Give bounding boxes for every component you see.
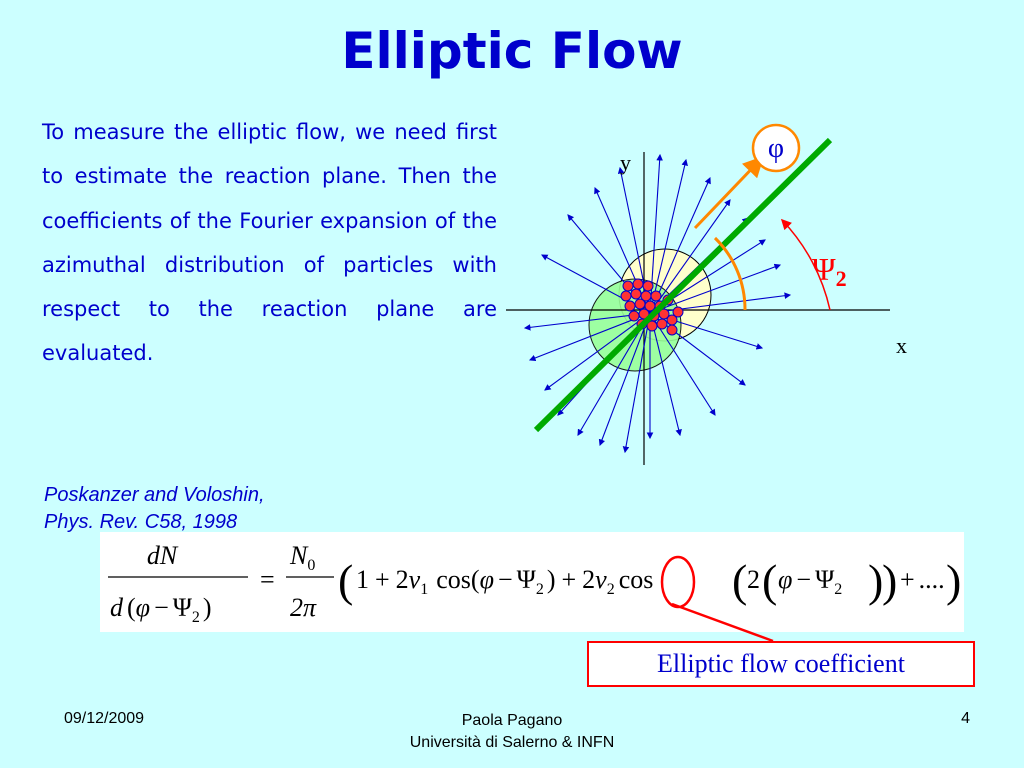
phi-label: φ (768, 133, 784, 164)
big-open-paren: ( (338, 555, 353, 606)
phi-arc (713, 236, 747, 311)
trailing-terms: +.... (900, 565, 945, 594)
reference-journal: Phys. Rev. C58, 1998 (44, 511, 238, 533)
second-harmonic-argument: φ−Ψ2 (778, 565, 842, 598)
footer-author: Paola Pagano Università di Salerno & INF… (362, 710, 662, 754)
phi-pointer (693, 155, 765, 230)
phi-label-circle (751, 123, 801, 173)
lhs-numerator: dN (147, 541, 179, 570)
footer-page-number: 4 (961, 710, 970, 727)
reaction-plane-diagram: φ y x Ψ2 (500, 100, 960, 480)
footer-author-name: Paola Pagano (461, 712, 563, 729)
reaction-plane-line (533, 137, 833, 433)
big-paren-c: ) (868, 555, 883, 606)
elliptic-flow-coefficient-label: Elliptic flow coefficient (587, 641, 975, 687)
equals-sign: = (260, 565, 275, 594)
big-paren-d: ) (882, 555, 897, 606)
second-harmonic-factor: 2 (747, 565, 760, 594)
body-text: To measure the elliptic flow, we need fi… (42, 120, 497, 366)
rhs-denominator: 2π (290, 593, 317, 622)
lhs-denominator: d(φ−Ψ2) (110, 593, 212, 626)
psi2-label: Ψ2 (812, 251, 847, 291)
big-paren-a: ( (732, 555, 747, 606)
psi2-subscript: 2 (836, 266, 847, 291)
big-paren-b: ( (762, 555, 777, 606)
y-axis-label: y (620, 150, 631, 175)
psi2-symbol: Ψ (812, 251, 836, 287)
slide-title: Elliptic Flow (341, 22, 683, 80)
x-axis-label: x (896, 333, 907, 358)
psi2-arc (780, 218, 831, 311)
rhs-numerator: N0 (289, 541, 315, 574)
big-close-paren: ) (946, 555, 961, 606)
v2-highlight (660, 555, 696, 609)
footer-affiliation: Università di Salerno & INFN (409, 734, 615, 751)
diagram-svg: φ y x Ψ2 (506, 123, 907, 465)
reference-authors: Poskanzer and Voloshin, (44, 484, 265, 506)
reference-citation: Poskanzer and Voloshin, Phys. Rev. C58, … (44, 482, 364, 536)
footer-date: 09/12/2009 (64, 710, 145, 727)
